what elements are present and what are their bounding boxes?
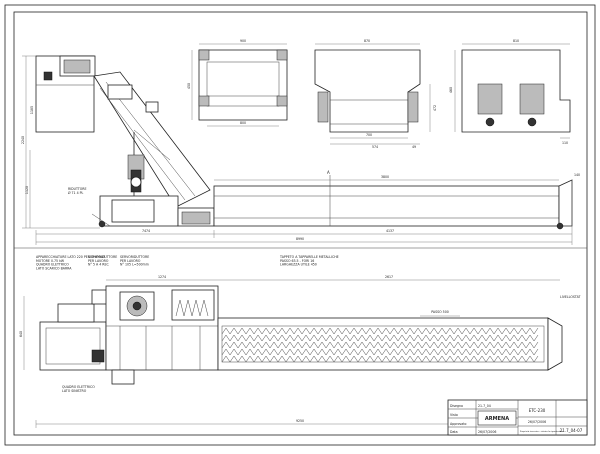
sheet-inner-border [13, 11, 588, 436]
dim-view2-side: 49 [412, 145, 416, 149]
section-label-a: A [327, 170, 330, 175]
title-row-label-4: Data [450, 430, 458, 434]
conveyor-inspection-plate [145, 101, 159, 113]
section-view-2 [314, 43, 431, 145]
plan-belt-conveyor [217, 317, 549, 371]
bearing-block [43, 71, 53, 81]
plan-tail-end [547, 317, 563, 371]
dim-view3-side: 110 [562, 141, 568, 145]
drawing-number: 21.7_04-07 [560, 428, 583, 433]
title-row-value-4: 26/07/2006 [478, 430, 496, 434]
dim-view3-width: 810 [513, 39, 519, 43]
dim-view2-width-inner: 574 [372, 145, 378, 149]
dim-plan-overall: 9250 [296, 419, 304, 423]
dim-view1-width-bottom: 800 [240, 121, 246, 125]
company-logo-box [477, 410, 517, 426]
drawing-date: 26/07/2006 [528, 420, 546, 424]
dim-top-right-small: 140 [574, 173, 580, 177]
horizontal-conveyor [213, 185, 560, 227]
pitch-label: PASSO 500 [431, 310, 449, 314]
drawing-code: ETC-230 [529, 408, 546, 413]
dim-top-overall: 8990 [296, 237, 304, 241]
dim-top-total-length: 4137 [386, 229, 394, 233]
dim-view1-width-top: 900 [240, 39, 246, 43]
plan-view [23, 279, 567, 428]
dim-top-height-upper: 1185 [30, 106, 34, 114]
dim-top-height-lower: 1120 [25, 186, 29, 194]
title-row-label-2: Visto [450, 413, 458, 417]
dim-view2-height: 472 [433, 105, 437, 111]
title-row-value-1: 21.7_04 [478, 404, 491, 408]
dim-view3-height: 460 [449, 87, 453, 93]
plan-head-box [39, 321, 107, 371]
dim-top-straight-length: 3800 [381, 175, 389, 179]
inclined-conveyor [93, 71, 211, 208]
dim-plan-segment-a: 1274 [158, 275, 166, 279]
dim-top-front-length: 7474 [142, 229, 150, 233]
plan-note-right: LIVELLOSTAT [560, 295, 581, 299]
company-logo: ARMENA [485, 416, 509, 422]
dim-plan-segment-b: 2617 [385, 275, 393, 279]
dim-top-height-total: 2240 [21, 136, 25, 144]
section-view-3 [454, 43, 571, 139]
caster-wheel [556, 222, 564, 230]
dim-view1-height: 450 [187, 83, 191, 89]
drive-motor-body [63, 59, 91, 74]
pump-left [477, 83, 503, 115]
title-row-label-1: Disegno [450, 404, 463, 408]
pump-right [519, 83, 545, 115]
conveyor-cover-plate [107, 84, 133, 100]
dim-plan-left-height: 640 [19, 331, 23, 337]
reserved-note: Proprietà riservata - vietata la riprodu… [520, 430, 564, 433]
side-elevation-view [22, 55, 573, 245]
pump-box [111, 199, 155, 223]
dim-view2-width-bottom: 700 [366, 133, 372, 137]
section-view-1 [191, 43, 288, 127]
title-row-label-3: Approvato [450, 422, 467, 426]
caster-wheel [98, 220, 106, 228]
title-block [447, 399, 588, 436]
tail-end [558, 179, 573, 227]
dim-view2-width-top: 870 [364, 39, 370, 43]
